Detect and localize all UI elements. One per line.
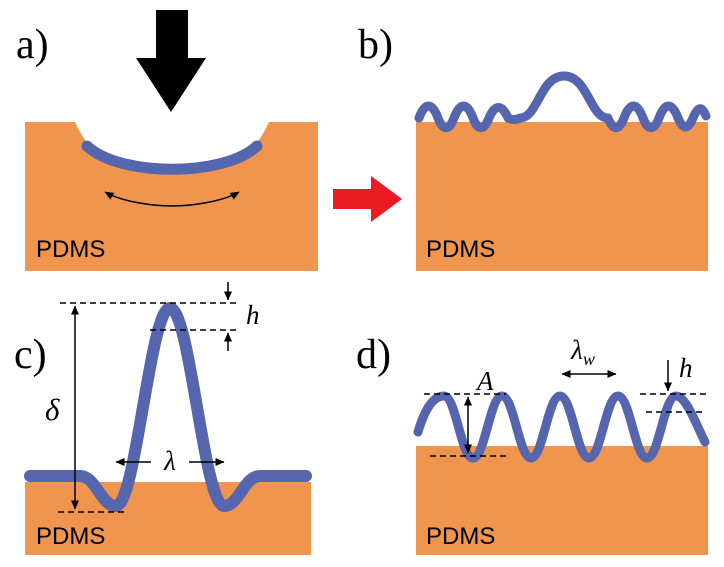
panel-c-label: c) — [14, 332, 47, 378]
wavelength-label: λw — [570, 335, 595, 369]
pdms-substrate-d — [416, 446, 708, 555]
curvature-arrow-right — [171, 191, 240, 207]
substrate-label-c: PDMS — [36, 523, 105, 550]
substrate-label-d: PDMS — [426, 523, 495, 550]
lambda-label: λ — [163, 446, 176, 476]
bent-film-arc — [81, 140, 263, 175]
right-arrow-icon — [333, 176, 402, 222]
panel-b-label: b) — [358, 22, 393, 68]
amplitude-label: A — [475, 366, 494, 396]
panel-a-label: a) — [16, 22, 49, 68]
pdms-substrate-c — [25, 482, 311, 555]
substrate-label-b: PDMS — [426, 236, 495, 263]
delta-label: δ — [45, 392, 60, 427]
curvature-arrow-left — [104, 191, 173, 207]
h-label-c: h — [246, 300, 260, 330]
panel-d: d) A λw h PDMS — [356, 332, 710, 555]
panel-a: a) PDMS — [16, 10, 318, 271]
panel-b: b) PDMS — [358, 22, 711, 271]
panel-d-label: d) — [356, 332, 391, 378]
substrate-label-a: PDMS — [36, 236, 105, 263]
pdms-substrate-b — [416, 122, 708, 271]
h-label-d: h — [679, 353, 693, 383]
down-arrow-icon — [136, 10, 206, 112]
panel-c: c) h δ λ PDMS — [14, 282, 312, 555]
single-fold-film — [24, 301, 312, 513]
wrinkle-fold-film — [414, 71, 711, 133]
